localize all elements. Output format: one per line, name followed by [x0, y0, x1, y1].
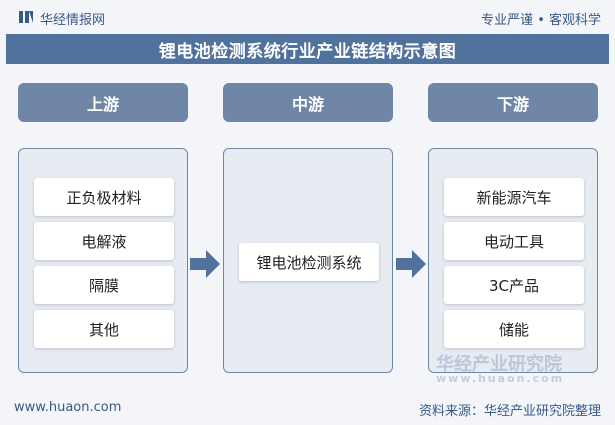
upstream-item: 正负极材料 — [34, 178, 174, 216]
right-arrow-icon — [190, 250, 220, 278]
downstream-header: 下游 — [428, 83, 598, 122]
upstream-header: 上游 — [18, 83, 188, 122]
downstream-item: 新能源汽车 — [444, 178, 584, 216]
brand-logo-icon — [19, 11, 33, 23]
upstream-item: 其他 — [34, 310, 174, 348]
downstream-item: 3C产品 — [444, 266, 584, 304]
slogan: 专业严谨 • 客观科学 — [481, 13, 601, 28]
downstream-item: 储能 — [444, 310, 584, 348]
upstream-item: 隔膜 — [34, 266, 174, 304]
right-arrow-icon — [396, 250, 426, 278]
upstream-panel: 正负极材料 电解液 隔膜 其他 — [18, 148, 188, 373]
midstream-label: 中游 — [291, 94, 324, 114]
top-bar: 华经情报网 专业严谨 • 客观科学 — [0, 0, 615, 34]
footer: www.huaon.com 资料来源：华经产业研究院整理 — [0, 392, 615, 425]
midstream-panel: 锂电池检测系统 — [223, 148, 393, 373]
footer-url[interactable]: www.huaon.com — [14, 400, 122, 415]
upstream-item: 电解液 — [34, 222, 174, 260]
footer-source: 资料来源：华经产业研究院整理 — [418, 404, 601, 419]
midstream-item: 锂电池检测系统 — [239, 243, 379, 281]
downstream-panel: 新能源汽车 电动工具 3C产品 储能 — [428, 148, 598, 373]
diagram-title: 锂电池检测系统行业产业链结构示意图 — [158, 41, 457, 62]
brand-name: 华经情报网 — [40, 13, 106, 28]
watermark-url: www.huaon.com — [436, 372, 565, 385]
upstream-label: 上游 — [86, 94, 119, 114]
midstream-header: 中游 — [223, 83, 393, 122]
title-bar: 锂电池检测系统行业产业链结构示意图 — [6, 34, 609, 64]
watermark-name: 华经产业研究院 — [436, 354, 562, 375]
downstream-label: 下游 — [496, 94, 529, 114]
downstream-item: 电动工具 — [444, 222, 584, 260]
